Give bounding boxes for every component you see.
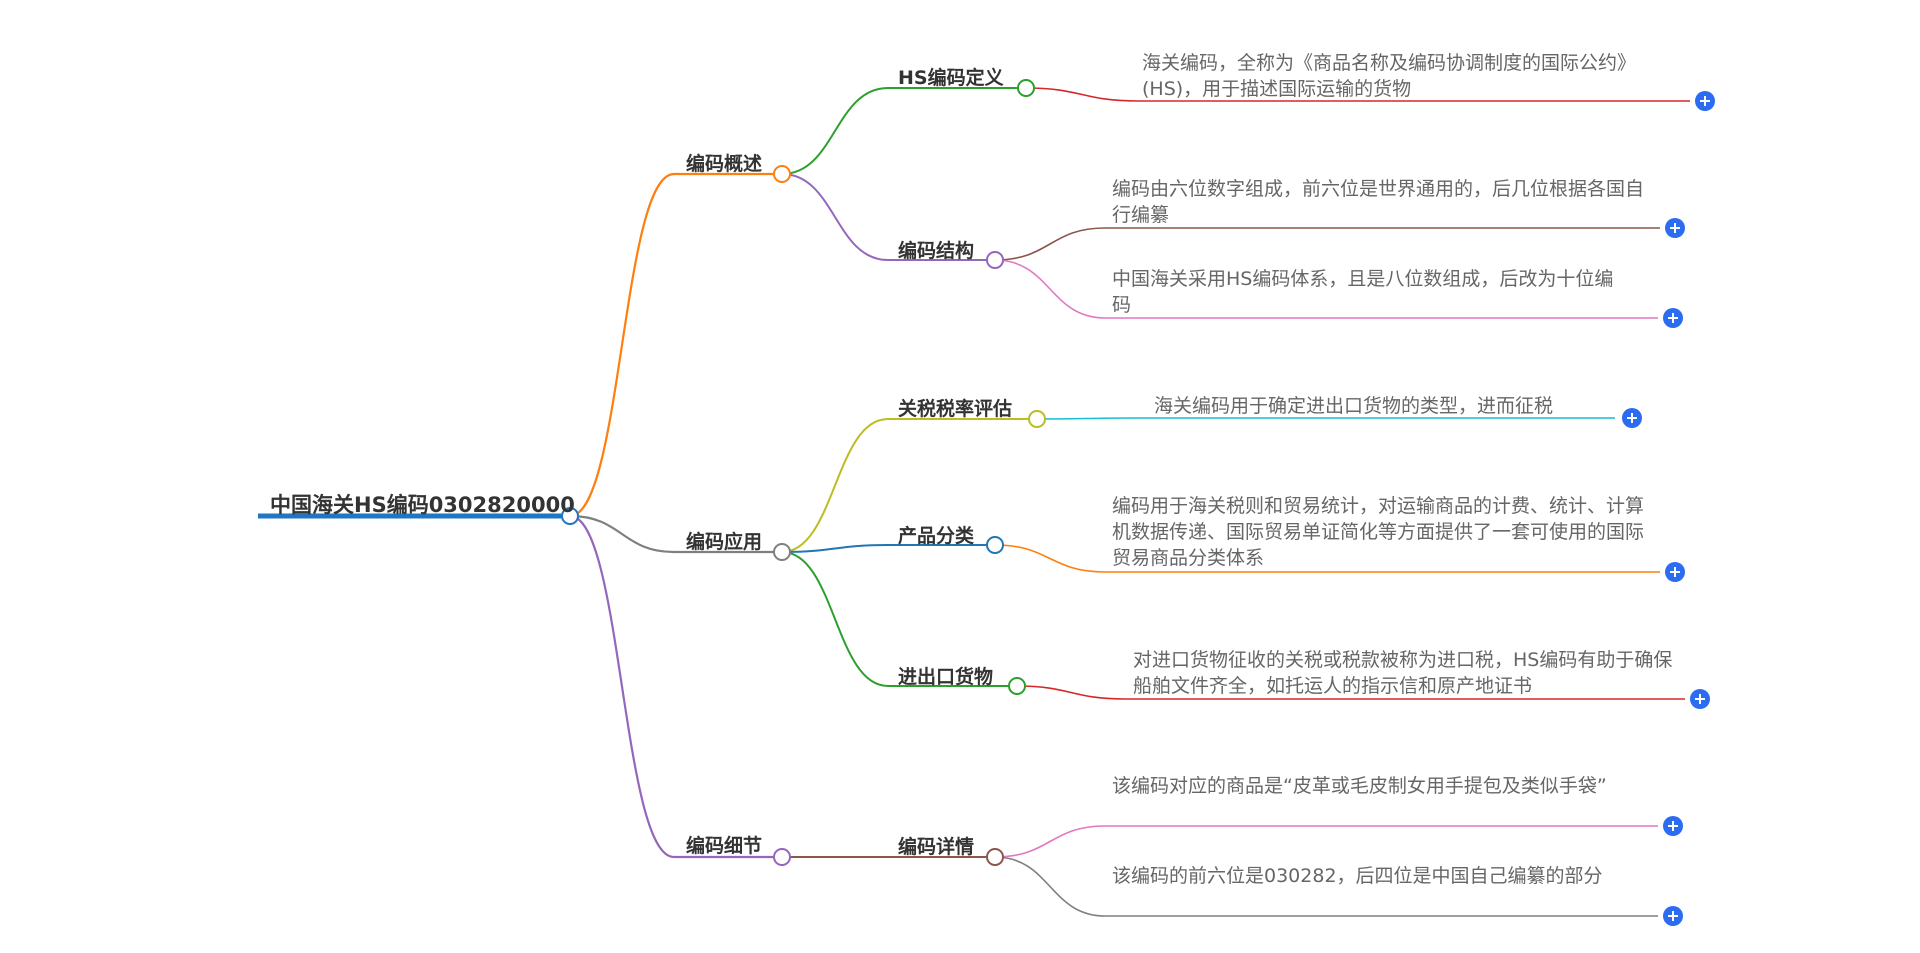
leaf-connector — [994, 825, 1106, 858]
plus-icon — [1670, 223, 1680, 233]
branch-node-toggle[interactable] — [773, 165, 791, 183]
leaf-connector — [994, 227, 1106, 261]
root-node-toggle[interactable] — [561, 507, 579, 525]
topic-connector — [781, 418, 889, 553]
leaf-connector — [1016, 685, 1126, 700]
topic-label-code-details[interactable]: 编码详情 — [898, 836, 975, 858]
leaf-text-product-classification: 编码用于海关税则和贸易统计，对运输商品的计费、统计、计算机数据传递、国际贸易单证… — [1112, 495, 1645, 569]
branch-node-toggle[interactable] — [773, 543, 791, 561]
plus-icon — [1627, 413, 1637, 423]
leaf-text-structure-six-digits: 编码由六位数字组成，前六位是世界通用的，后几位根据各国自行编纂 — [1112, 178, 1645, 226]
topic-connector — [781, 551, 889, 687]
branch-label-application[interactable]: 编码应用 — [686, 531, 763, 553]
topic-label-hs-definition[interactable]: HS编码定义 — [898, 67, 1004, 89]
topic-node-toggle[interactable] — [1028, 410, 1046, 428]
plus-icon — [1668, 911, 1678, 921]
leaf-text-import-export: 对进口货物征收的关税或税款被称为进口税，HS编码有助于确保船舶文件齐全，如托运人… — [1133, 649, 1673, 697]
expand-button[interactable] — [1663, 308, 1683, 328]
expand-button[interactable] — [1690, 689, 1710, 709]
topic-label-tariff-rate[interactable]: 关税税率评估 — [898, 398, 1013, 420]
branch-label-details[interactable]: 编码细节 — [686, 835, 763, 857]
expand-button[interactable] — [1622, 408, 1642, 428]
leaf-text-details-product: 该编码对应的商品是“皮革或毛皮制女用手提包及类似手袋” — [1112, 775, 1607, 797]
expand-button[interactable] — [1663, 906, 1683, 926]
topic-node-toggle[interactable] — [1008, 677, 1026, 695]
plus-icon — [1700, 96, 1710, 106]
leaf-text-hs-definition: 海关编码，全称为《商品名称及编码协调制度的国际公约》(HS)，用于描述国际运输的… — [1142, 52, 1637, 100]
leaf-text-tariff-rate: 海关编码用于确定进出口货物的类型，进而征税 — [1154, 395, 1554, 417]
topic-node-toggle[interactable] — [986, 848, 1004, 866]
leaf-connector — [994, 856, 1106, 917]
topic-connector — [781, 544, 889, 553]
topic-label-import-export[interactable]: 进出口货物 — [898, 666, 994, 688]
branch-connector — [569, 514, 675, 859]
plus-icon — [1668, 821, 1678, 831]
leaf-connector — [1025, 87, 1139, 102]
topic-label-product-classification[interactable]: 产品分类 — [898, 525, 975, 547]
topic-node-toggle[interactable] — [986, 536, 1004, 554]
root-node-label[interactable]: 中国海关HS编码0302820000 — [270, 493, 575, 517]
topic-node-toggle[interactable] — [1017, 79, 1035, 97]
plus-icon — [1668, 313, 1678, 323]
branch-node-toggle[interactable] — [773, 848, 791, 866]
expand-button[interactable] — [1665, 218, 1685, 238]
topic-label-code-structure[interactable]: 编码结构 — [898, 240, 975, 262]
topic-node-toggle[interactable] — [986, 251, 1004, 269]
plus-icon — [1670, 567, 1680, 577]
branch-label-overview[interactable]: 编码概述 — [686, 153, 763, 175]
leaf-connector — [994, 544, 1106, 573]
branch-connector — [569, 172, 675, 518]
topic-connector — [781, 173, 889, 261]
leaf-text-details-digits: 该编码的前六位是030282，后四位是中国自己编纂的部分 — [1112, 865, 1603, 887]
expand-button[interactable] — [1695, 91, 1715, 111]
expand-button[interactable] — [1663, 816, 1683, 836]
leaf-connector — [1036, 417, 1139, 420]
leaf-text-structure-china: 中国海关采用HS编码体系，且是八位数组成，后改为十位编码 — [1112, 268, 1614, 316]
expand-button[interactable] — [1665, 562, 1685, 582]
leaf-connector — [994, 259, 1106, 319]
topic-connector — [781, 87, 889, 175]
branch-connector — [569, 514, 675, 554]
plus-icon — [1695, 694, 1705, 704]
